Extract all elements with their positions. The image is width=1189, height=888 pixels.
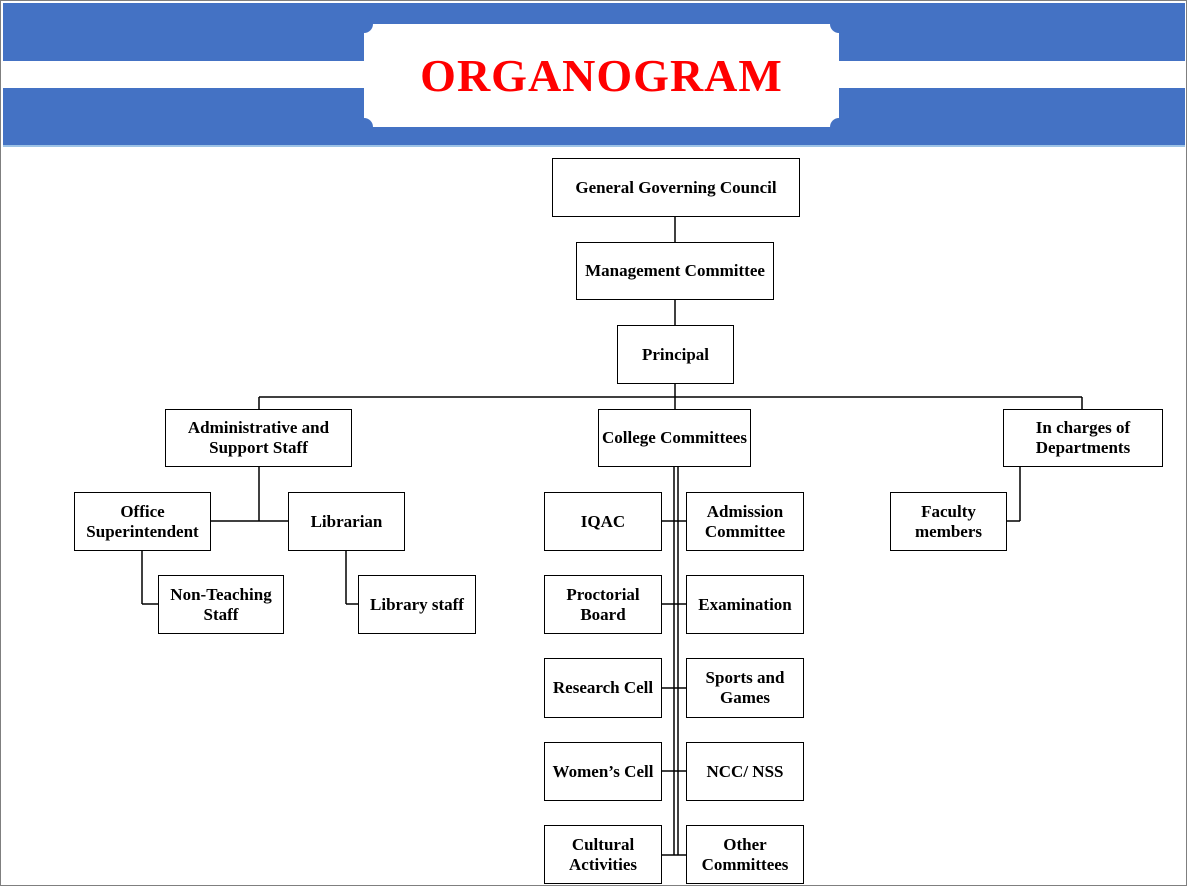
node-admission-committee: Admission Committee [686, 492, 804, 551]
node-womens-cell: Women’s Cell [544, 742, 662, 801]
node-research-cell: Research Cell [544, 658, 662, 718]
plaque-corner [830, 15, 848, 33]
node-other-committees: Other Committees [686, 825, 804, 884]
node-in-charges-of-departments: In charges of Departments [1003, 409, 1163, 467]
page-title: ORGANOGRAM [420, 50, 783, 101]
node-cultural-activities: Cultural Activities [544, 825, 662, 884]
node-librarian: Librarian [288, 492, 405, 551]
plaque-corner [355, 15, 373, 33]
banner-edge [3, 145, 1185, 147]
node-sports-and-games: Sports and Games [686, 658, 804, 718]
plaque-corner [830, 118, 848, 136]
node-principal: Principal [617, 325, 734, 384]
node-iqac: IQAC [544, 492, 662, 551]
node-faculty-members: Faculty members [890, 492, 1007, 551]
title-plaque: ORGANOGRAM [355, 15, 848, 136]
node-ncc-nss: NCC/ NSS [686, 742, 804, 801]
node-administrative-support-staff: Administrative and Support Staff [165, 409, 352, 467]
node-proctorial-board: Proctorial Board [544, 575, 662, 634]
node-management-committee: Management Committee [576, 242, 774, 300]
node-college-committees: College Committees [598, 409, 751, 467]
node-general-governing-council: General Governing Council [552, 158, 800, 217]
node-office-superintendent: Office Superintendent [74, 492, 211, 551]
node-library-staff: Library staff [358, 575, 476, 634]
node-examination: Examination [686, 575, 804, 634]
node-non-teaching-staff: Non-Teaching Staff [158, 575, 284, 634]
plaque-corner [355, 118, 373, 136]
